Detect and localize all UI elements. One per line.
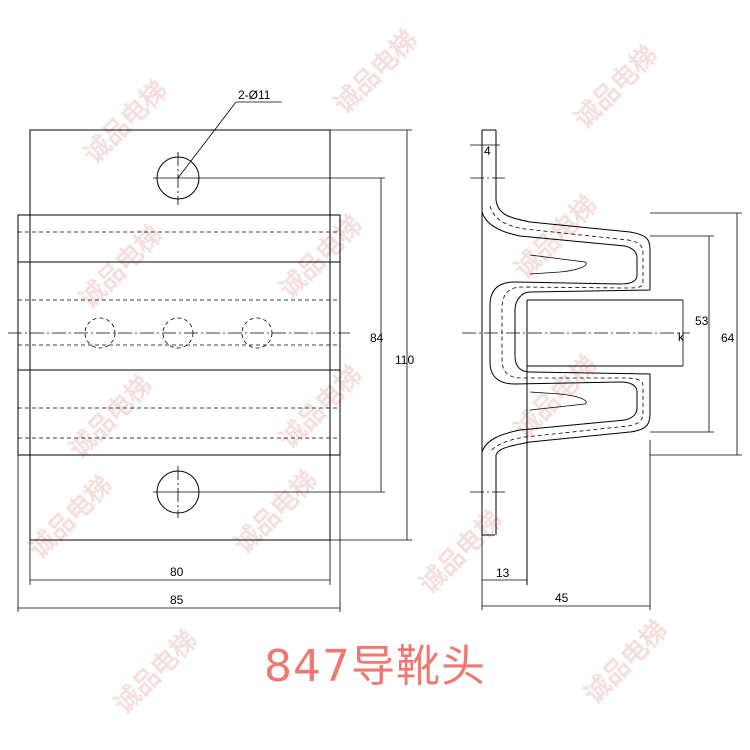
liner-ridge	[529, 254, 587, 275]
shoe-inner-profile	[481, 211, 638, 453]
hole-label: 2-Ø11	[238, 88, 271, 102]
dim-84: 84	[370, 331, 384, 345]
hidden-hole	[84, 317, 116, 349]
watermark: 诚品电梯	[569, 40, 664, 135]
watermark: 诚品电梯	[64, 370, 159, 465]
plate-outline	[481, 130, 495, 536]
side-view: 4 k 53 64 13 45	[462, 129, 742, 610]
dim-85: 85	[170, 593, 184, 607]
watermark: 诚品电梯	[509, 190, 604, 285]
dim-53: 53	[695, 314, 709, 328]
dim-k: k	[678, 330, 685, 344]
watermark: 诚品电梯	[74, 220, 169, 315]
front-view: 2-Ø11 84 110 80 85	[8, 88, 414, 612]
hidden-hole	[162, 317, 194, 349]
dim-45: 45	[555, 591, 569, 605]
dim-80: 80	[170, 565, 184, 579]
hidden-hole	[241, 317, 273, 349]
watermark: 诚品电梯	[329, 25, 424, 120]
liner-outline	[17, 214, 341, 456]
watermark: 诚品电梯	[414, 505, 509, 600]
watermark: 诚品电梯	[509, 350, 604, 445]
dim-4: 4	[484, 144, 491, 158]
watermark: 诚品电梯	[79, 75, 174, 170]
watermark: 诚品电梯	[24, 470, 119, 565]
watermark: 诚品电梯	[229, 465, 324, 560]
back-plate-outline	[29, 129, 331, 541]
liner-ridge	[529, 391, 587, 411]
dim-13: 13	[496, 566, 510, 580]
watermark: 诚品电梯	[274, 360, 369, 455]
dim-110: 110	[395, 353, 414, 367]
watermark: 诚品电梯	[274, 210, 369, 305]
liner-hidden-profile	[489, 205, 644, 453]
hole-leader-line	[177, 101, 237, 179]
drawing-title: 847导靴头	[264, 641, 486, 692]
dim-64: 64	[721, 331, 735, 345]
